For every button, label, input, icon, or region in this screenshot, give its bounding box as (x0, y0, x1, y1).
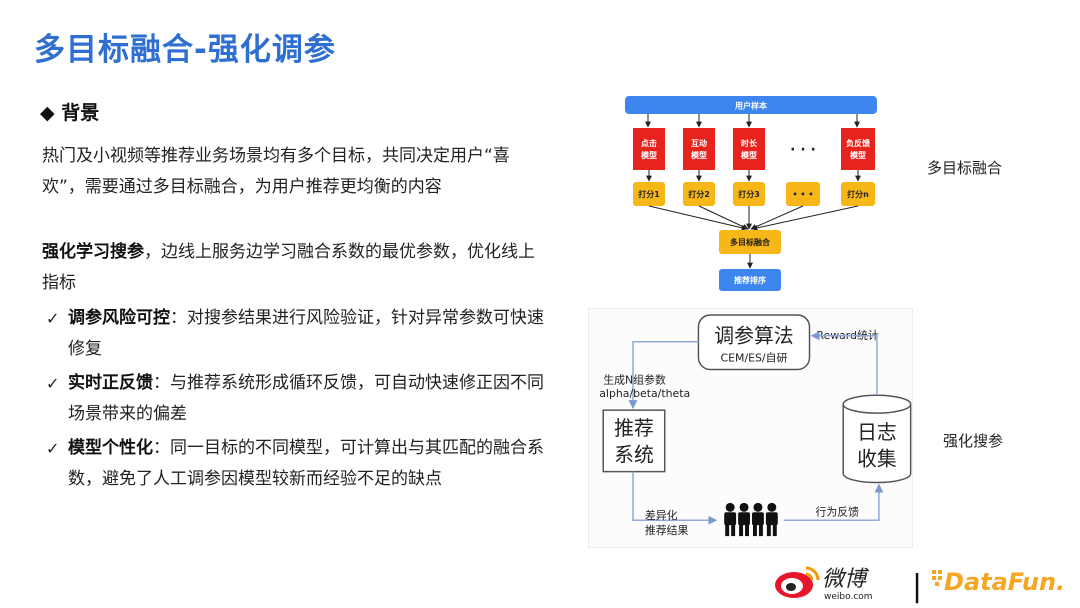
fusion-box (719, 230, 781, 254)
score-3-label: 打分3 (738, 189, 760, 199)
log-collection-line1: 日志 (857, 421, 897, 444)
behavior-feedback-arrow (783, 483, 884, 521)
interaction-model-box (683, 128, 715, 170)
models-ellipsis: · · · (790, 142, 816, 158)
ranking-label: 推荐排序 (734, 275, 766, 285)
score-3-box (733, 182, 765, 206)
click-model-box (633, 128, 665, 170)
multi-objective-fusion-diagram: 用户样本 点击 模型 互动 模型 时长 模型 · · · 负反馈 模型 打分1 … (625, 96, 877, 291)
weibo-text: 微博 (822, 567, 870, 592)
score-2-box (683, 182, 715, 206)
datafun-dots-icon (932, 570, 942, 586)
user-sample-bar (625, 96, 877, 114)
rl-paragraph: 强化学习搜参，边线上服务边学习融合系数的最优参数，优化线上指标 (42, 237, 542, 299)
tuning-algorithm-sub: CEM/ES/自研 (721, 352, 788, 365)
click-model-line1: 点击 (641, 138, 657, 148)
background-heading: ◆ 背景 (40, 98, 99, 125)
check-item-text: ：对搜参结果进行风险验证，针对异常参数可快速修复 (68, 308, 544, 359)
background-heading-text: 背景 (61, 102, 100, 124)
diff-results-arrow (632, 471, 718, 525)
score-n-box (841, 182, 875, 206)
rl-tuning-loop-diagram: 调参算法 CEM/ES/自研 Reward统计 生成N组参数 alpha/bet… (588, 308, 913, 548)
check-item-bold: 实时正反馈 (68, 373, 153, 393)
generate-params-line2: alpha/beta/theta (599, 387, 690, 400)
footer-logos: 微博 weibo.com | DataFun. (775, 566, 1065, 604)
datafun-text: DataFun. (944, 568, 1065, 596)
interaction-model-line1: 互动 (691, 138, 707, 148)
score-1-label: 打分1 (638, 189, 660, 199)
fusion-label: 多目标融合 (730, 237, 771, 247)
negative-model-line1: 负反馈 (846, 138, 870, 148)
diff-results-line1: 差异化 (645, 508, 678, 522)
score-1-box (633, 182, 665, 206)
slide-title: 多目标融合-强化调参 (34, 32, 336, 68)
duration-model-line2: 模型 (741, 150, 757, 160)
weibo-logo-icon (775, 566, 820, 598)
diamond-bullet-icon: ◆ (40, 102, 55, 124)
interaction-model-line2: 模型 (691, 150, 707, 160)
score-ellipsis-label: • • • (793, 190, 814, 199)
generate-params-arrow (628, 340, 699, 410)
check-icon: ✓ (46, 439, 60, 458)
rl-search-side-label: 强化搜参 (943, 432, 1004, 450)
click-model-line2: 模型 (641, 150, 657, 160)
multi-objective-side-label: 多目标融合 (927, 159, 1003, 177)
intro-paragraph: 热门及小视频等推荐业务场景均有多个目标，共同决定用户“喜欢”，需要通过多目标融合… (42, 146, 510, 197)
diff-results-line2: 推荐结果 (645, 523, 689, 537)
negative-model-line2: 模型 (850, 150, 866, 160)
check-item-bold: 调参风险可控 (68, 308, 170, 328)
negative-feedback-model-box (841, 128, 875, 170)
log-collection-line2: 收集 (857, 448, 897, 471)
recommend-system-line2: 系统 (614, 444, 654, 467)
check-item-text: ：与推荐系统形成循环反馈，可自动快速修正因不同场景带来的偏差 (68, 373, 544, 424)
generate-params-line1: 生成N组参数 (603, 372, 666, 386)
rl-text: ，边线上服务边学习融合系数的最优参数，优化线上指标 (42, 242, 535, 293)
user-sample-label: 用户样本 (734, 101, 767, 111)
check-item-risk: ✓ 调参风险可控：对搜参结果进行风险验证，针对异常参数可快速修复 (46, 303, 546, 365)
score-2-label: 打分2 (688, 189, 710, 199)
ranking-box (719, 269, 781, 291)
check-item-text: ：同一目标的不同模型，可计算出与其匹配的融合系数，避免了人工调参因模型较新而经验… (68, 438, 544, 489)
footer-divider: | (912, 569, 922, 604)
duration-model-line1: 时长 (741, 138, 758, 148)
score-n-label: 打分n (847, 189, 869, 199)
reward-arrow (810, 331, 878, 396)
duration-model-box (733, 128, 765, 170)
behavior-feedback-label: 行为反馈 (815, 505, 859, 518)
check-icon: ✓ (46, 374, 60, 393)
rl-bold-text: 强化学习搜参 (42, 242, 144, 262)
score-ellipsis-box (786, 182, 820, 206)
check-icon: ✓ (46, 309, 60, 328)
recommend-system-box (602, 409, 666, 473)
users-icon (724, 502, 778, 537)
tuning-algorithm-title: 调参算法 (714, 325, 793, 348)
check-item-feedback: ✓ 实时正反馈：与推荐系统形成循环反馈，可自动快速修正因不同场景带来的偏差 (46, 368, 546, 430)
log-collection-cylinder (842, 394, 912, 484)
check-item-personalize: ✓ 模型个性化：同一目标的不同模型，可计算出与其匹配的融合系数，避免了人工调参因… (46, 433, 546, 495)
weibo-url-text: weibo.com (824, 592, 873, 602)
recommend-system-line1: 推荐 (614, 417, 654, 440)
check-item-bold: 模型个性化 (68, 438, 153, 458)
